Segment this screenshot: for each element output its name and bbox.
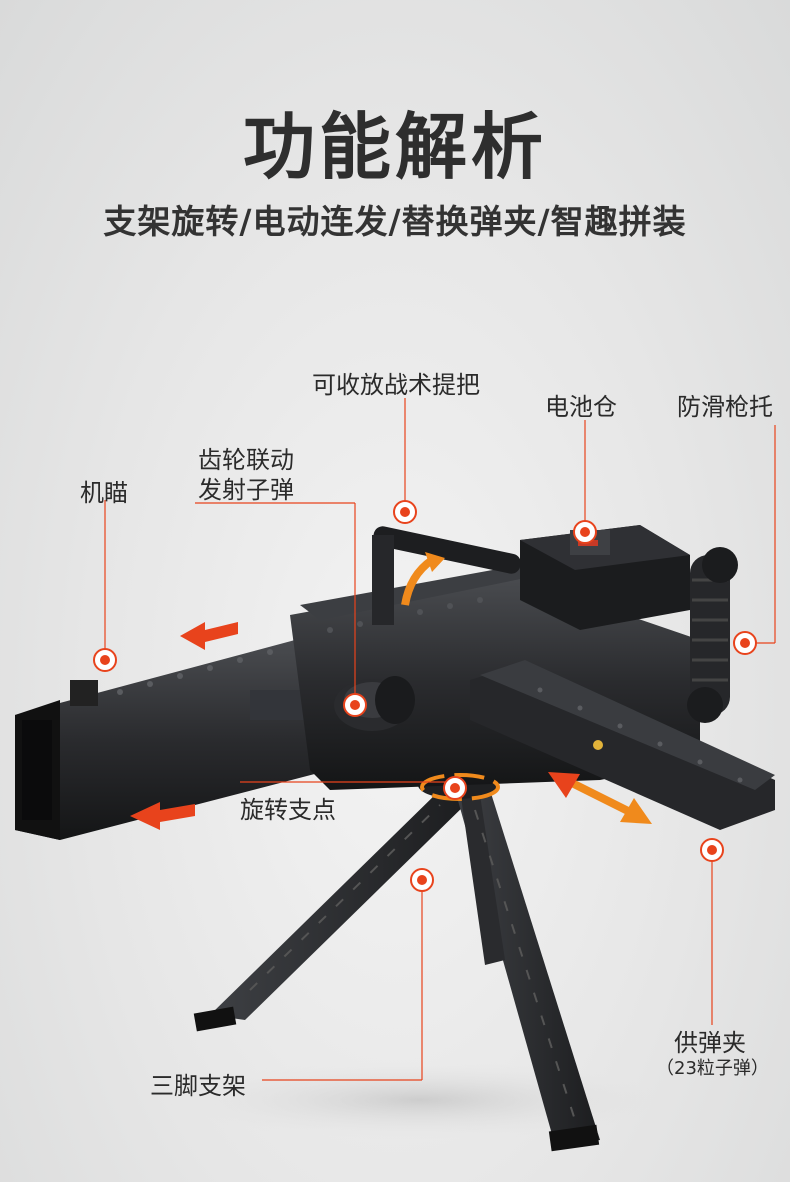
barrel (15, 640, 330, 840)
label-stock: 防滑枪托 (677, 393, 773, 421)
leader-lines (104, 398, 776, 1081)
pivot-rotate-ring (420, 773, 500, 801)
magazine-slide-arrow (548, 772, 652, 824)
callout-markers (93, 500, 757, 892)
marker-battery (573, 520, 597, 544)
handle-rotate-arrow (401, 556, 435, 606)
label-sight: 机瞄 (80, 479, 128, 507)
label-pivot: 旋转支点 (240, 796, 336, 824)
label-magazine-note: （23粒子弹） (656, 1058, 769, 1079)
marker-magazine (700, 838, 724, 862)
carrying-handle (372, 526, 521, 625)
marker-stock (733, 631, 757, 655)
marker-handle (393, 500, 417, 524)
magazine-rail (470, 660, 775, 830)
label-gear-line1: 齿轮联动 (198, 446, 294, 474)
marker-gear (343, 693, 367, 717)
gear-drum (334, 676, 415, 731)
direction-arrows (130, 622, 238, 830)
page-title: 功能解析 (242, 105, 547, 189)
label-handle: 可收放战术提把 (312, 371, 480, 399)
stock-grip (687, 547, 738, 723)
front-sight (70, 680, 98, 706)
label-tripod: 三脚支架 (150, 1072, 246, 1100)
page-subtitle: 支架旋转/电动连发/替换弹夹/智趣拼装 (103, 202, 687, 241)
label-gear-line2: 发射子弹 (198, 476, 294, 504)
marker-tripod (410, 868, 434, 892)
label-magazine: 供弹夹 (674, 1029, 746, 1057)
label-battery: 电池仓 (545, 393, 617, 421)
tripod-legs (193, 790, 600, 1152)
marker-pivot (443, 776, 467, 800)
marker-sight (93, 648, 117, 672)
